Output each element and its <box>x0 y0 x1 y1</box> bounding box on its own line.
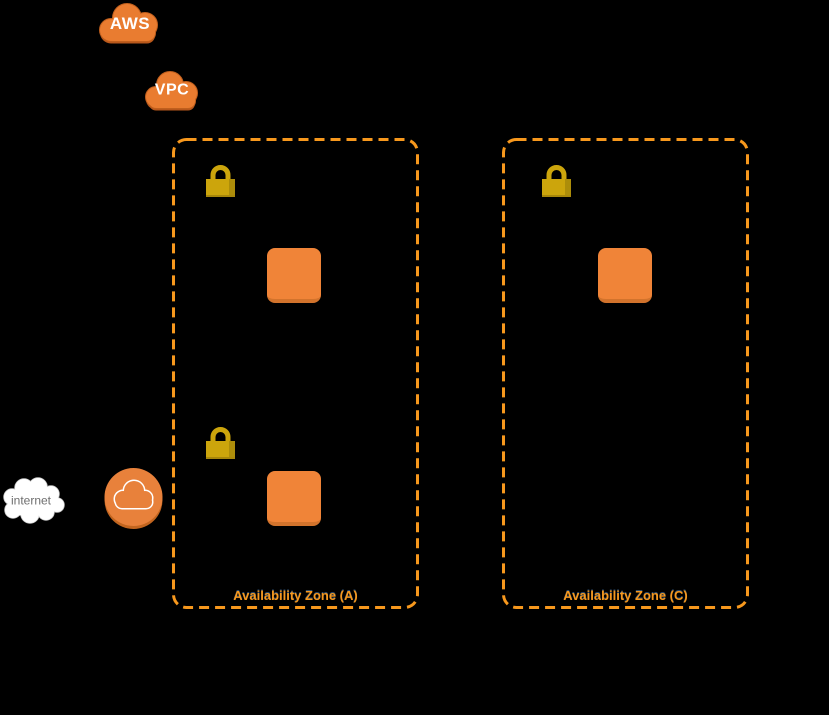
vpc-cloud-icon: VPC <box>143 67 201 113</box>
zone-c-label: Availability Zone (C) <box>563 588 688 603</box>
availability-zone-c: Availability Zone (C) <box>502 138 749 609</box>
availability-zone-a: Availability Zone (A) <box>172 138 419 609</box>
cloud-icon <box>145 71 198 111</box>
security-group-lock-icon <box>203 162 237 204</box>
security-group-lock-icon <box>539 162 573 204</box>
internet-cloud-icon: internet <box>0 475 68 527</box>
security-group-lock-icon <box>203 424 237 466</box>
internet-gateway-icon <box>103 467 164 535</box>
zone-a-label: Availability Zone (A) <box>233 588 358 603</box>
vpc-cloud-label: VPC <box>154 81 190 99</box>
zone-dashed-border <box>172 138 419 609</box>
aws-cloud-icon: AWS <box>97 1 163 45</box>
cloud-icon <box>99 3 158 44</box>
zone-dashed-border <box>502 138 749 609</box>
internet-label: internet <box>10 493 52 508</box>
instance-icon <box>598 248 652 303</box>
instance-icon <box>267 248 321 303</box>
cloud-icon <box>3 477 65 524</box>
instance-icon <box>267 471 321 526</box>
aws-cloud-label: AWS <box>109 13 151 33</box>
